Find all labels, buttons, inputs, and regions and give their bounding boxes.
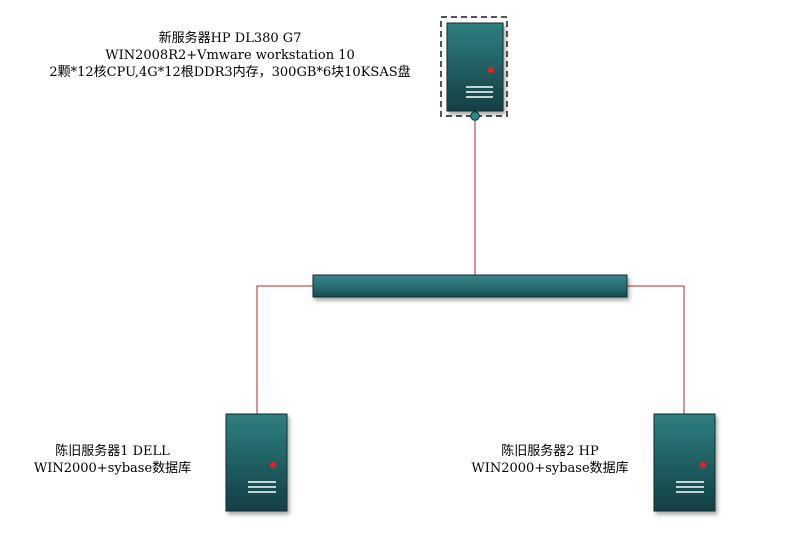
cable-switch-to-old-server-2[interactable] xyxy=(627,285,685,414)
old-server-2-label: 陈旧服务器2 HP WIN2000+sybase数据库 xyxy=(440,443,660,477)
old-server-1-label: 陈旧服务器1 DELL WIN2000+sybase数据库 xyxy=(10,443,215,477)
old-server-2[interactable] xyxy=(653,413,716,512)
old-server-1-label-line-1: 陈旧服务器1 DELL xyxy=(55,444,170,459)
old-server-1-label-line-2: WIN2000+sybase数据库 xyxy=(33,461,192,476)
new-server[interactable] xyxy=(440,16,508,121)
cable-switch-to-old-server-1[interactable] xyxy=(256,285,313,414)
power-led-icon xyxy=(487,66,495,74)
new-server-label: 新服务器HP DL380 G7 WIN2008R2+Vmware worksta… xyxy=(30,30,430,81)
cables xyxy=(256,116,685,414)
new-server-label-line-1: 新服务器HP DL380 G7 xyxy=(158,31,302,46)
vent-lines-icon xyxy=(248,481,276,493)
server-icon xyxy=(446,22,504,112)
new-server-label-line-2: WIN2008R2+Vmware workstation 10 xyxy=(105,48,355,63)
old-server-2-label-line-1: 陈旧服务器2 HP xyxy=(501,444,599,459)
power-led-icon xyxy=(269,461,277,469)
old-server-1[interactable] xyxy=(225,413,288,512)
server-icon xyxy=(225,413,288,512)
selection-outline xyxy=(440,16,508,117)
vent-lines-icon xyxy=(676,481,704,493)
connector-point[interactable] xyxy=(470,111,480,121)
old-server-2-label-line-2: WIN2000+sybase数据库 xyxy=(471,461,629,476)
new-server-label-line-3: 2颗*12核CPU,4G*12根DDR3内存，300GB*6块10KSAS盘 xyxy=(49,65,411,80)
vent-lines-icon xyxy=(466,86,493,98)
network-switch-icon[interactable] xyxy=(312,274,628,298)
server-icon xyxy=(653,413,716,512)
power-led-icon xyxy=(699,461,707,469)
